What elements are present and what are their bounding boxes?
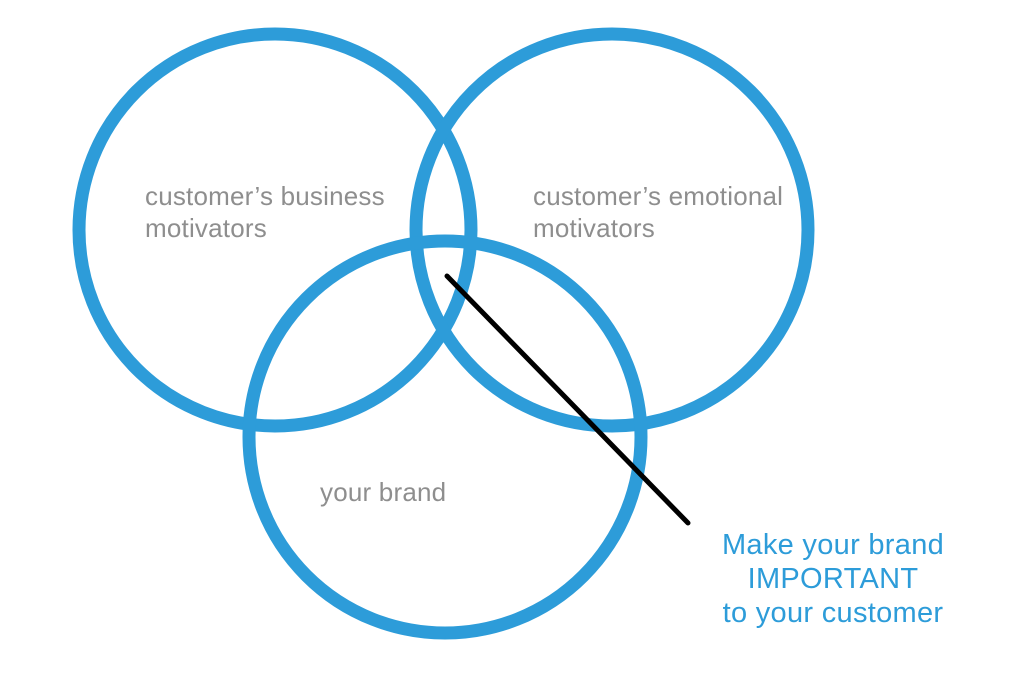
pointer-line	[444, 273, 691, 526]
label-your-brand: your brand	[320, 477, 447, 507]
circle-your-brand	[242, 234, 648, 640]
circle-business-motivators	[72, 27, 478, 433]
annotation-make-brand-important: Make your brand IMPORTANT to your custom…	[721, 529, 945, 629]
label-business-motivators: customer’s business motivators	[145, 181, 385, 243]
label-emotional-motivators: customer’s emotional motivators	[533, 181, 784, 243]
circle-emotional-motivators	[409, 27, 815, 433]
